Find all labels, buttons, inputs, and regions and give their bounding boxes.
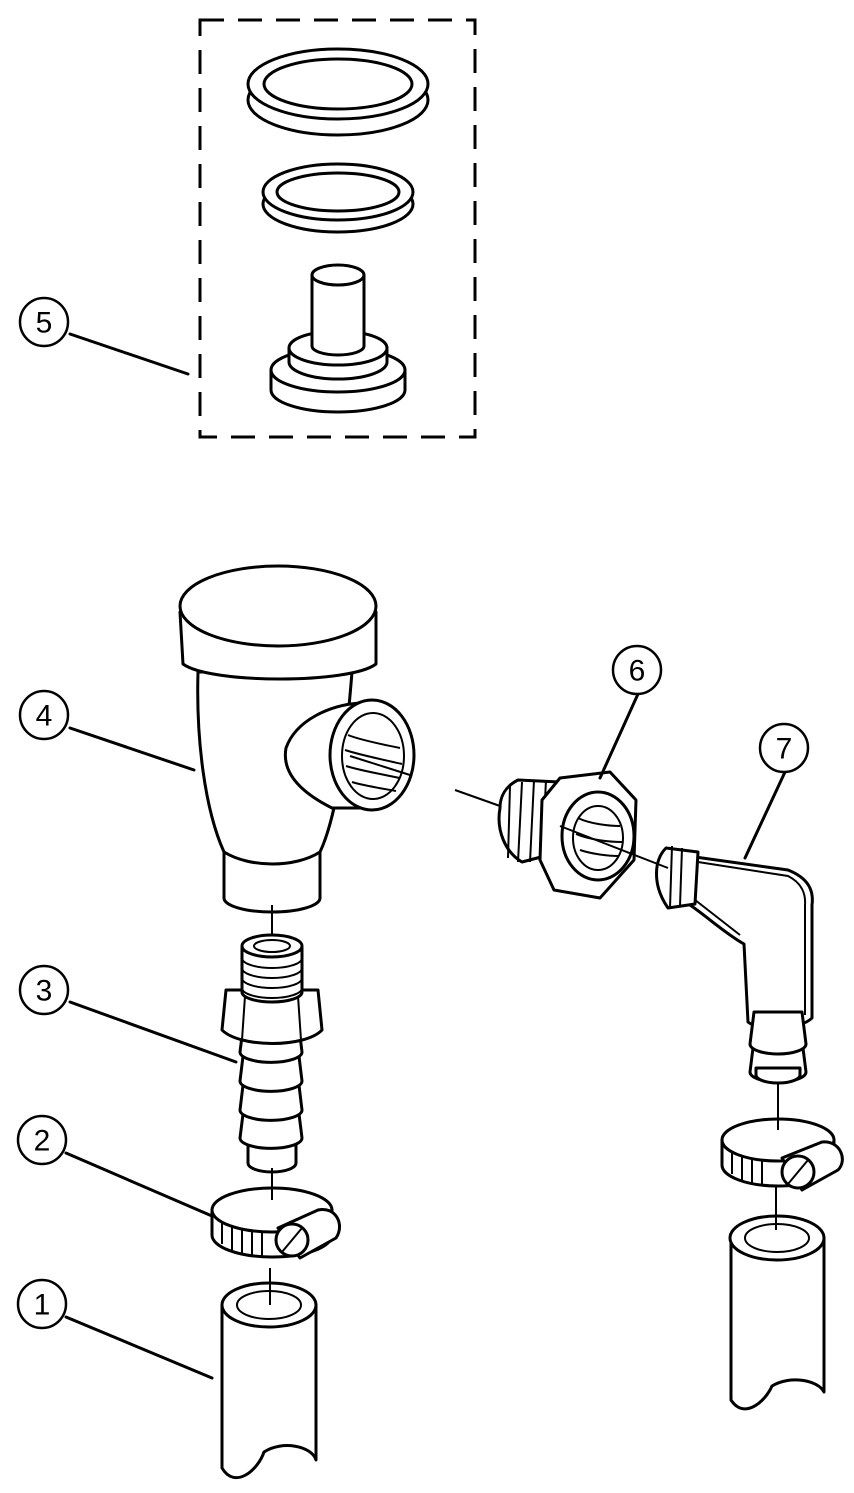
callout-4-label: 4 [36, 700, 53, 733]
callout-2: 2 [16, 1114, 68, 1166]
small-seal-ring [261, 162, 415, 234]
callout-5-label: 5 [36, 307, 53, 340]
callout-5: 5 [18, 296, 70, 348]
tube-left [220, 1281, 318, 1480]
kit-dashed-box [198, 18, 477, 439]
callout-7-label: 7 [776, 733, 793, 766]
large-seal-ring [246, 47, 430, 137]
callout-2-label: 2 [34, 1125, 51, 1158]
seal-kit-group [198, 18, 477, 439]
elbow-fitting [655, 845, 814, 1085]
barb-fitting-left [220, 933, 324, 1174]
plunger-piece [269, 263, 407, 414]
hose-clamp-right [720, 1117, 844, 1192]
tube-right [728, 1214, 826, 1411]
hex-adapter [497, 770, 638, 900]
callout-7: 7 [758, 722, 810, 774]
callout-1-label: 1 [34, 1289, 51, 1322]
callout-6-label: 6 [629, 655, 646, 688]
callout-6: 6 [611, 644, 663, 696]
alignment-lines [269, 755, 779, 1305]
callout-4: 4 [18, 689, 70, 741]
callout-1: 1 [16, 1278, 68, 1330]
callout-3: 3 [18, 964, 70, 1016]
valve-body [178, 564, 416, 914]
leader-lines [64, 332, 787, 1380]
hose-clamp-left [210, 1186, 342, 1260]
callout-3-label: 3 [36, 975, 53, 1008]
